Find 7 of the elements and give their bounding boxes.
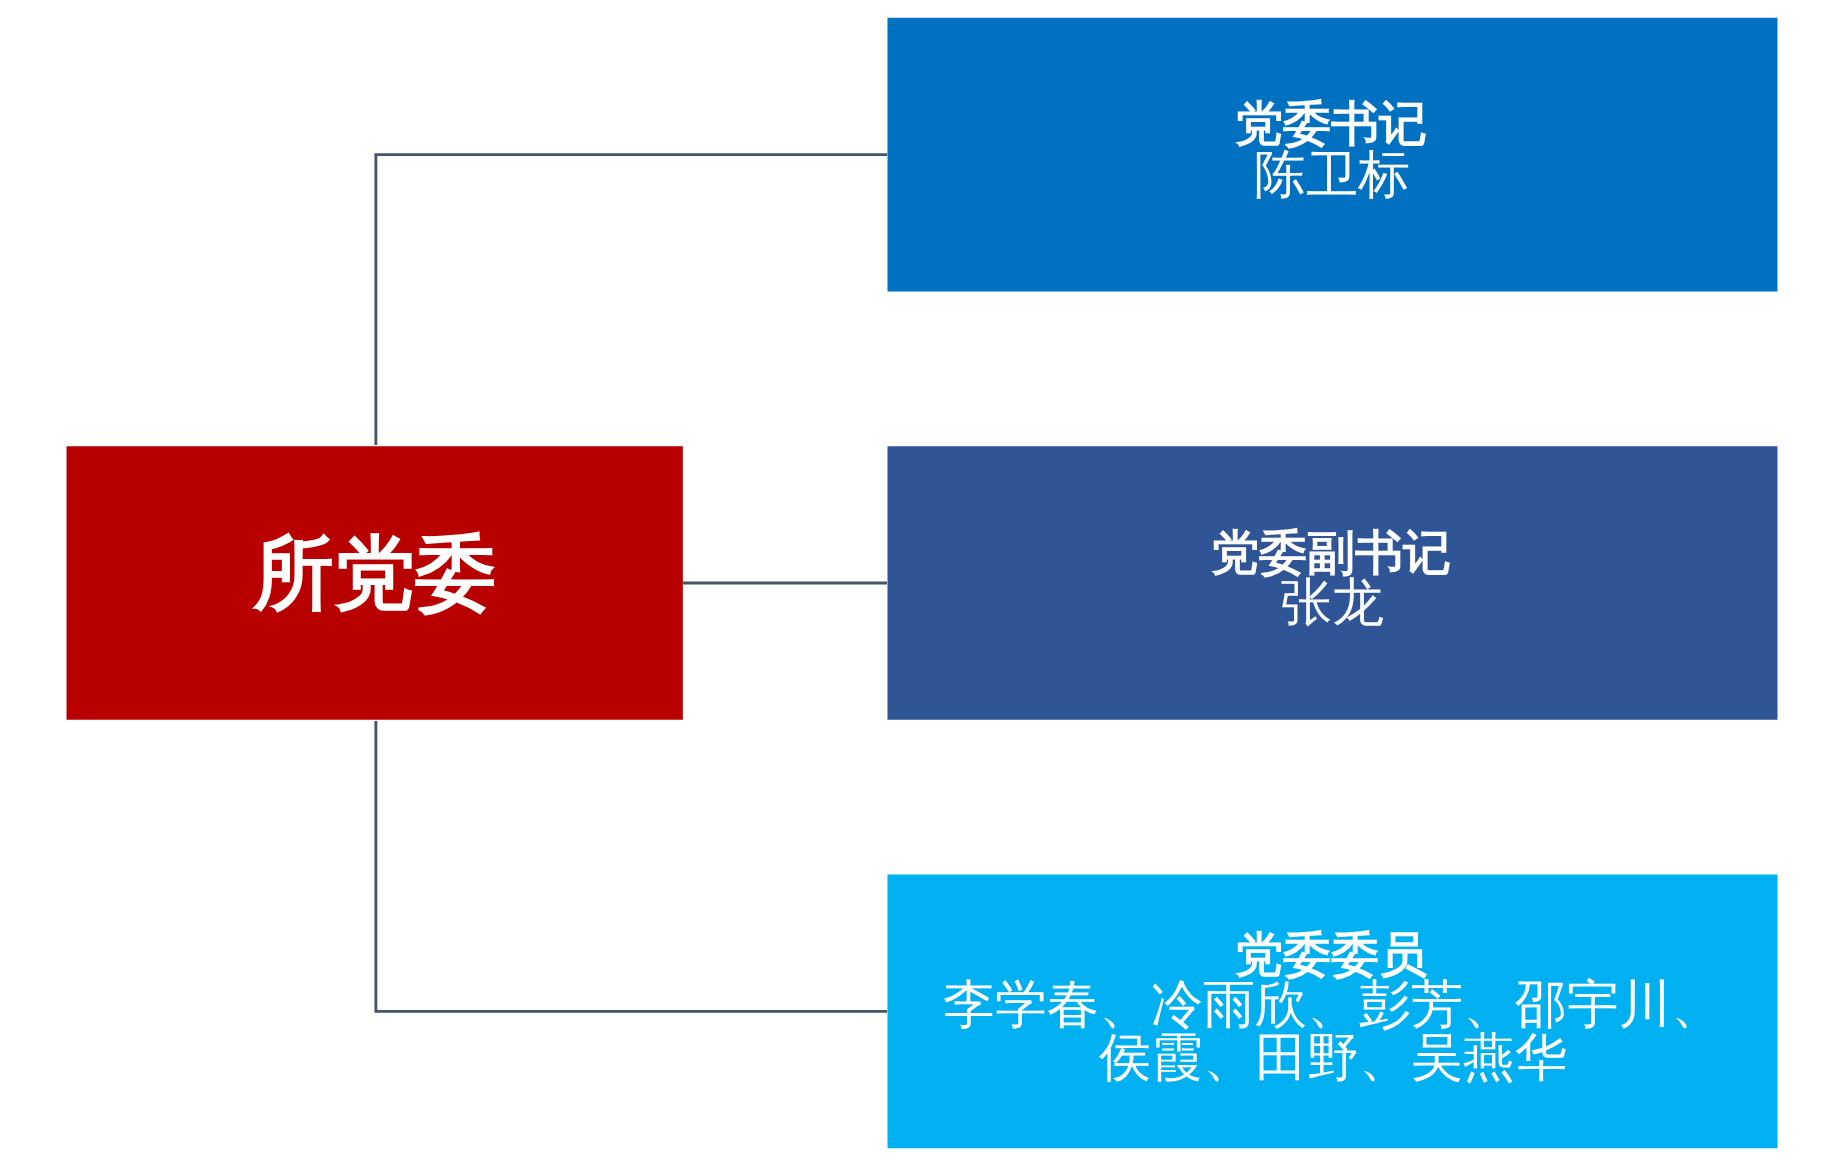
connector	[374, 153, 888, 446]
node-box: 党委委员 李学春、冷雨欣、彭芳、邵宇川、侯霞、田野、吴燕华	[887, 874, 1778, 1149]
node-box: 党委副书记 张龙	[887, 446, 1778, 720]
node-box: 所党委	[66, 446, 683, 720]
connector	[683, 581, 887, 585]
connector	[374, 720, 888, 1013]
node-box: 党委书记 陈卫标	[887, 17, 1778, 292]
